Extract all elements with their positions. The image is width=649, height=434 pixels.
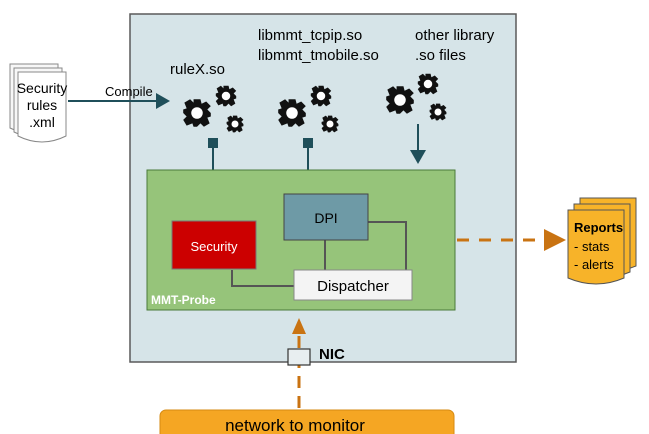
dpi-box [283, 193, 369, 241]
rulex-label: ruleX.so [170, 61, 225, 78]
security-rules-file: Security rules .xml [9, 63, 68, 143]
network-band [159, 409, 455, 434]
reports-title: Reports [574, 220, 623, 235]
file-line-2: rules [27, 97, 57, 113]
security-label: Security [191, 239, 238, 254]
dpi-label: DPI [314, 210, 337, 226]
file-line-3: .xml [29, 114, 55, 130]
so-files-label: .so files [415, 47, 466, 64]
libmmt-tcpip-label: libmmt_tcpip.so [258, 27, 362, 44]
nic-box [287, 348, 311, 366]
rulex-connector [208, 138, 218, 148]
probe-to-reports-arrowhead [544, 229, 566, 251]
nic-label: NIC [319, 346, 345, 363]
compile-label: Compile [105, 84, 153, 99]
reports-item-alerts: - alerts [574, 257, 614, 272]
network-label: network to monitor [225, 416, 365, 434]
libmmt-connector [303, 138, 313, 148]
mmt-probe-label: MMT-Probe [151, 293, 216, 307]
libmmt-tmobile-label: libmmt_tmobile.so [258, 47, 379, 64]
reports-item-stats: - stats [574, 239, 610, 254]
security-box [171, 220, 257, 270]
dispatcher-box [293, 269, 413, 301]
security-dispatcher-link [231, 270, 294, 287]
other-library-label: other library [415, 27, 495, 44]
reports-document: Reports - stats - alerts [567, 197, 637, 285]
network-to-probe-arrowhead [292, 318, 306, 334]
dispatcher-label: Dispatcher [317, 278, 389, 295]
file-line-1: Security [17, 80, 68, 96]
